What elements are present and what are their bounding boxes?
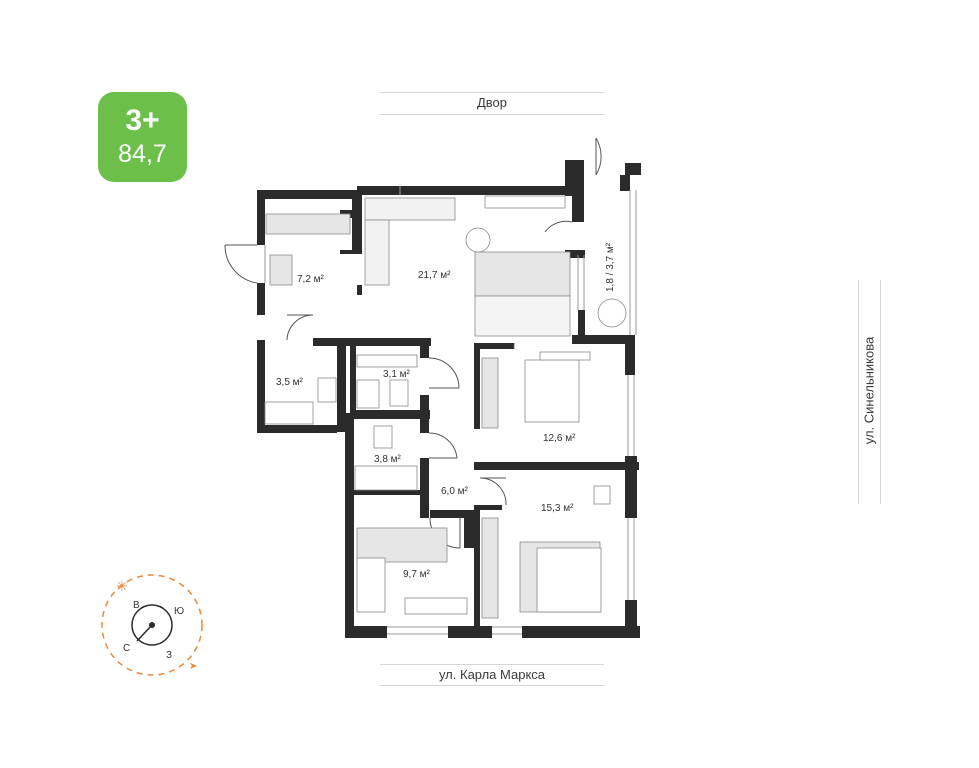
bottom-street-label: ул. Карла Маркса (438, 667, 546, 682)
hall-area: 7,2 м² (297, 274, 325, 285)
right-street-line-2 (880, 280, 881, 504)
dining-table (465, 227, 491, 253)
radiator (484, 195, 566, 209)
washing-machines (264, 401, 314, 425)
bathtub (354, 465, 418, 491)
bedroom3-rug (356, 527, 448, 563)
bedroom3-desk (404, 597, 468, 615)
apartment-badge: 3+ 84,7 (98, 92, 187, 182)
wc-area: 3,1 м² (383, 369, 411, 380)
bedroom1-bed (524, 359, 580, 423)
bedroom3-bed (356, 557, 386, 613)
doors (224, 137, 602, 549)
bedroom-2-area: 15,3 м² (541, 503, 574, 514)
bedroom1-headboard (539, 351, 591, 361)
floor-plan-walls (257, 160, 641, 638)
bathroom-area: 3,8 м² (374, 454, 402, 465)
compass-needle (136, 624, 153, 642)
top-street-line-1 (380, 92, 604, 93)
bottom-street-line-2 (380, 685, 604, 686)
kitchen-side-counter (364, 219, 390, 286)
bedroom-1-area: 12,6 м² (543, 433, 576, 444)
shower (356, 379, 380, 409)
bedroom1-wardrobe (481, 357, 499, 429)
wc-shelf (356, 354, 418, 368)
sun-icon: ✳ (116, 578, 128, 594)
bedroom2-wardrobe (481, 517, 499, 619)
windows (264, 186, 637, 635)
kitchen-counter (364, 197, 456, 221)
sofa (474, 295, 571, 337)
compass-center (149, 622, 155, 628)
compass-west: З (166, 650, 172, 661)
total-area: 84,7 (118, 140, 167, 168)
corridor-area: 6,0 м² (441, 486, 469, 497)
bedroom-3-area: 9,7 м² (403, 569, 431, 580)
compass-ring (101, 574, 203, 676)
hall-rug (269, 254, 293, 286)
right-street-line-1 (858, 280, 859, 504)
compass-east: В (133, 600, 140, 611)
top-street-line-2 (380, 114, 604, 115)
balcony-table (597, 298, 627, 328)
compass: ✳ ➤ С В Ю З (101, 574, 203, 676)
room-count: 3+ (125, 104, 160, 137)
toilet (389, 379, 409, 407)
balcony-area: 1,8 / 3,7 м² (605, 242, 616, 292)
bathroom-sink (373, 425, 393, 449)
hall-wardrobe (265, 213, 351, 235)
courtyard-label: Двор (476, 95, 508, 110)
bottom-street-line-1 (380, 664, 604, 665)
living-rug (474, 251, 571, 297)
compass-south: Ю (174, 606, 184, 617)
compass-north: С (123, 643, 130, 654)
bedroom2-bed (536, 547, 602, 613)
bedroom2-armchair (593, 485, 611, 505)
wardrobe-area: 3,5 м² (276, 377, 304, 388)
boiler (317, 377, 337, 403)
furniture (264, 195, 627, 619)
kitchen-living-area: 21,7 м² (418, 270, 451, 281)
arrow-icon: ➤ (189, 661, 197, 672)
